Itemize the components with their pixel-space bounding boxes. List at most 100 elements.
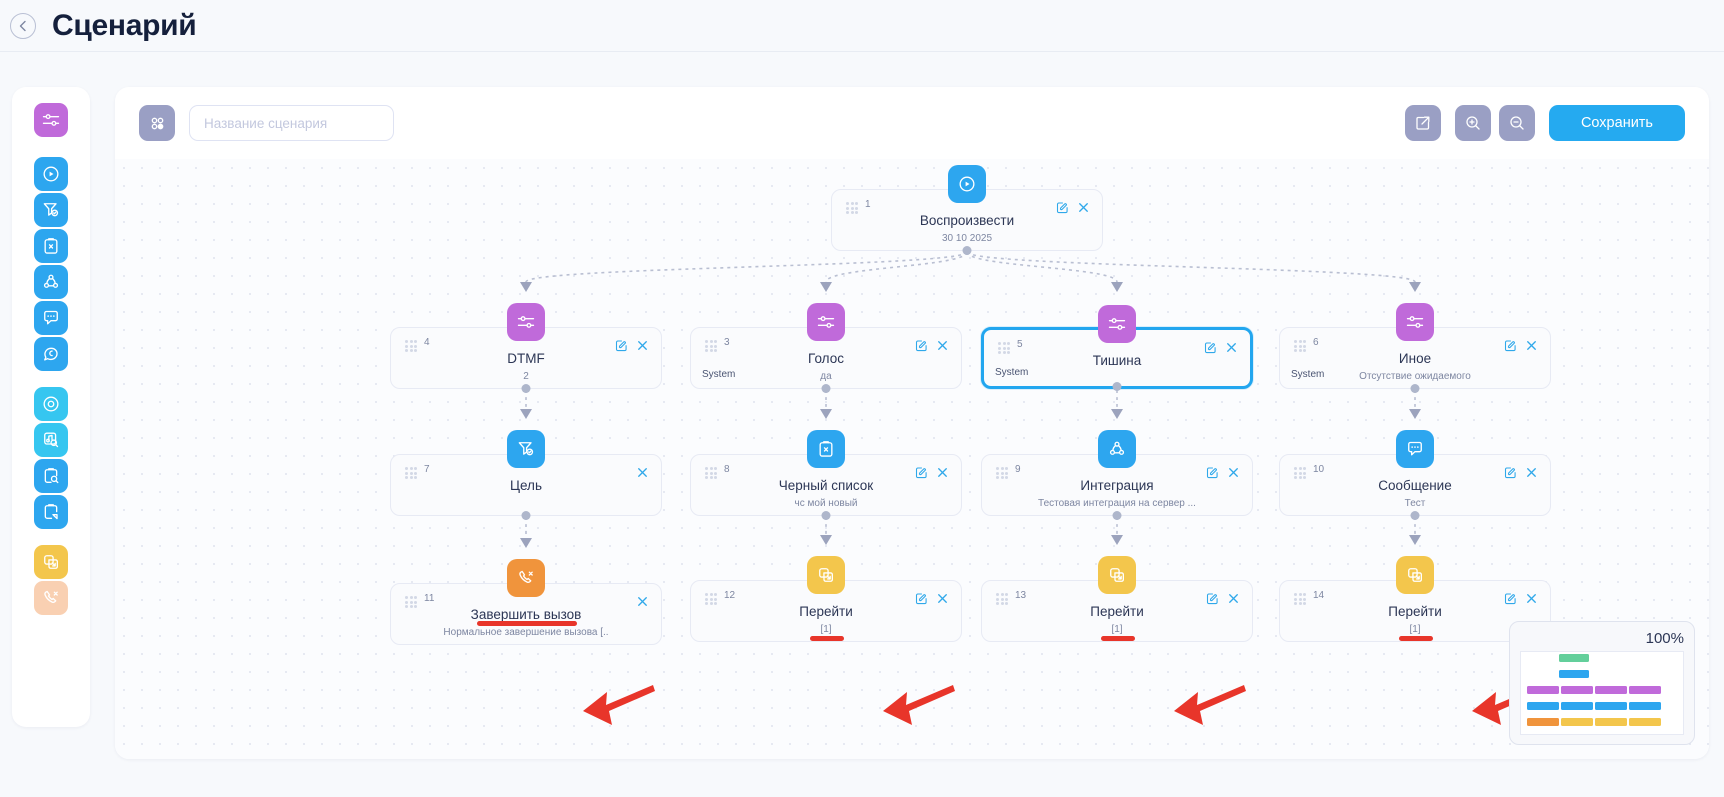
close-icon[interactable] [935,591,950,606]
node-7-drag-handle[interactable] [405,467,418,479]
close-icon[interactable] [1076,200,1091,215]
close-icon[interactable] [635,465,650,480]
edit-icon[interactable] [1205,465,1220,480]
node-3-system-label: System [702,369,736,380]
close-icon[interactable] [935,338,950,353]
goto-tool[interactable] [34,545,68,579]
record-tool[interactable] [34,387,68,421]
blacklist-tool[interactable] [34,229,68,263]
node-13-title: Перейти [1090,604,1144,619]
save-button[interactable]: Сохранить [1548,105,1685,141]
edit-icon[interactable] [1503,338,1518,353]
node-10-output-port[interactable] [1410,511,1420,520]
node-11-badge[interactable] [507,559,545,597]
close-icon[interactable] [1524,591,1539,606]
edit-icon[interactable] [614,338,629,353]
node-5-badge[interactable] [1098,305,1136,343]
node-8-badge[interactable] [807,430,845,468]
node-3-badge[interactable] [807,303,845,341]
integration-tool[interactable] [34,265,68,299]
node-7-badge[interactable] [507,430,545,468]
scenario-name-input[interactable] [189,105,394,141]
close-icon[interactable] [1524,465,1539,480]
node-4-drag-handle[interactable] [405,340,418,352]
message-tool[interactable] [34,301,68,335]
zoom-out-icon[interactable] [1498,105,1535,141]
clipboard-x-icon [816,439,836,459]
node-10-badge[interactable] [1396,430,1434,468]
minimap[interactable]: 100% [1509,621,1695,745]
edit-icon[interactable] [914,465,929,480]
close-icon[interactable] [635,338,650,353]
node-10-drag-handle[interactable] [1294,467,1307,479]
external-link-icon[interactable] [1404,105,1441,141]
node-8-output-port[interactable] [821,511,831,520]
node-9-drag-handle[interactable] [996,467,1009,479]
node-12-drag-handle[interactable] [705,593,718,605]
node-6-badge[interactable] [1396,303,1434,341]
clipboard-redo-tool[interactable] [34,495,68,529]
node-7-output-port[interactable] [521,511,531,520]
edit-icon[interactable] [1503,591,1518,606]
node-4-badge[interactable] [507,303,545,341]
hangup-tool[interactable] [34,581,68,615]
node-1-drag-handle[interactable] [846,202,859,214]
node-13-badge[interactable] [1098,556,1136,594]
node-8-drag-handle[interactable] [705,467,718,479]
close-icon[interactable] [635,594,650,609]
node-9-output-port[interactable] [1112,511,1122,520]
node-5-output-port[interactable] [1112,382,1122,391]
edit-icon[interactable] [1205,591,1220,606]
node-11-subtitle: Нормальное завершение вызова [.. [443,627,609,638]
node-12-badge[interactable] [807,556,845,594]
speech-tool[interactable] [34,337,68,371]
clipboard-search-tool[interactable] [34,459,68,493]
zoom-in-icon[interactable] [1454,105,1491,141]
arrow-left-circle-icon[interactable] [10,12,36,39]
node-6-drag-handle[interactable] [1294,340,1307,352]
node-1-output-port[interactable] [962,246,972,255]
close-icon[interactable] [1226,591,1241,606]
node-11-drag-handle[interactable] [405,596,418,608]
edit-icon[interactable] [1203,340,1218,355]
audio-search-tool[interactable] [34,423,68,457]
edit-icon[interactable] [1055,200,1070,215]
close-icon[interactable] [1224,340,1239,355]
play-tool[interactable] [34,157,68,191]
node-14-badge[interactable] [1396,556,1434,594]
edit-icon[interactable] [914,338,929,353]
goal-tool[interactable] [34,193,68,227]
dtmf-tool[interactable] [34,103,68,137]
grid-dots-icon[interactable] [139,105,175,141]
close-icon[interactable] [1524,338,1539,353]
sliders-icon [516,312,536,332]
node-4-output-port[interactable] [521,384,531,393]
node-14-number: 14 [1313,590,1325,601]
node-6-output-port[interactable] [1410,384,1420,393]
node-9-badge[interactable] [1098,430,1136,468]
edit-icon[interactable] [1503,465,1518,480]
node-3-output-port[interactable] [821,384,831,393]
close-icon[interactable] [935,465,950,480]
node-5-drag-handle[interactable] [998,342,1011,354]
close-icon[interactable] [1226,465,1241,480]
node-1-badge[interactable] [948,165,986,203]
edit-icon[interactable] [914,591,929,606]
node-3-drag-handle[interactable] [705,340,718,352]
node-13-drag-handle[interactable] [996,593,1009,605]
node-14-drag-handle[interactable] [1294,593,1307,605]
